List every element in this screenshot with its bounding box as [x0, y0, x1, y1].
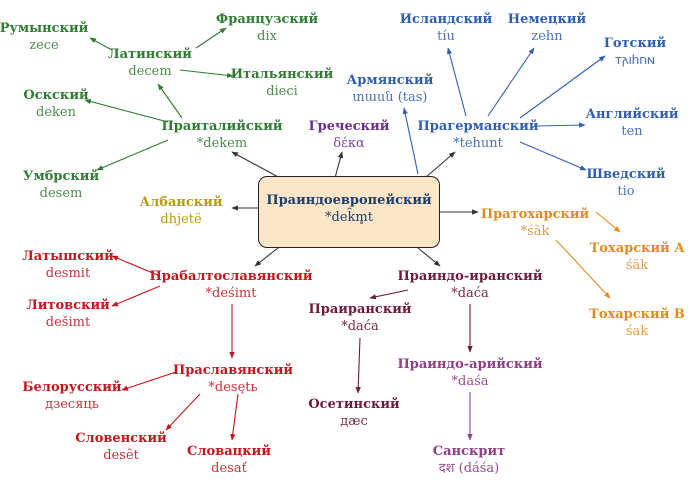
edge-baltoslavic-to-latvian	[111, 255, 161, 277]
node-root-name: Праиндоевропейский	[266, 193, 432, 208]
node-english: Английский ten	[585, 107, 679, 139]
node-icelandic: Исландский tíu	[399, 12, 493, 44]
node-proto-tocharian: Пратохарский *śäk	[480, 207, 590, 239]
edge-italic-to-latin	[157, 83, 183, 119]
edge-germanic-to-icelandic	[446, 47, 467, 117]
node-lithuanian: Литовский dešimt	[26, 298, 110, 330]
edge-slavic-to-belarusian	[121, 371, 177, 391]
node-italian: Итальянский dieci	[230, 67, 334, 99]
edge-germanic-to-armenian	[402, 107, 419, 175]
node-armenian: Армянский տասն (tas)	[346, 73, 434, 105]
edge-italic-to-oscan	[84, 98, 169, 123]
node-proto-italic: Праиталийский *dekem	[161, 119, 283, 151]
node-german: Немецкий zehn	[507, 12, 587, 44]
node-oscan: Оскский deken	[23, 88, 89, 120]
node-proto-indoiranian: Праиндо-иранский *daća	[397, 269, 543, 301]
node-swedish: Шведский tio	[586, 167, 666, 199]
edge-germanic-to-gothic	[519, 55, 606, 119]
root-box	[258, 176, 440, 248]
edge-latin-to-romanian	[89, 37, 113, 51]
edge-latin-to-french	[195, 27, 227, 49]
node-root: Праиндоевропейский *dek̑m̥t	[266, 192, 431, 226]
edge-italic-to-umbrian	[96, 139, 169, 171]
edge-tocharian-to-b	[555, 239, 611, 299]
node-tocharian-b: Тохарский B śak	[589, 307, 685, 339]
edge-germanic-to-english	[535, 122, 586, 128]
edge-germanic-to-german	[487, 47, 535, 117]
node-slovenian: Словенский desȇt	[75, 431, 167, 463]
edge-baltoslavic-to-lithuanian	[111, 285, 161, 307]
node-tocharian-a: Тохарский A śäk	[589, 241, 685, 273]
edge-germanic-to-swedish	[519, 141, 587, 171]
node-gothic: Готский 𐍄𐌰𐌹𐌷𐌿𐌽	[603, 36, 667, 68]
node-ossetian: Осетинский дæс	[308, 397, 400, 429]
node-proto-baltoslavic: Прабалтославянский *deśimt	[149, 269, 313, 301]
node-latvian: Латышский desmit	[22, 249, 114, 281]
edge-slavic-to-slovak	[230, 393, 239, 441]
edge-latin-to-italian	[179, 69, 234, 78]
node-romanian: Румынский zece	[0, 21, 89, 53]
node-proto-slavic: Праславянский *desętь	[172, 363, 294, 395]
edge-root-to-indoiranian	[417, 247, 441, 267]
node-umbrian: Умбрский desem	[22, 169, 100, 201]
edge-root-to-italic	[231, 151, 281, 179]
node-root-word: *dek̑m̥t	[325, 210, 373, 225]
node-sanskrit: Санскрит दश (dáśa)	[432, 444, 506, 476]
edge-root-to-baltoslavic	[254, 247, 279, 267]
edge-root-to-greek	[334, 151, 344, 179]
node-proto-indoaryan: Праиндо-арийский *daśa	[397, 357, 543, 389]
node-proto-iranian: Праиранский *daća	[308, 302, 412, 334]
node-proto-germanic: Прагерманский *tehunt	[417, 119, 539, 151]
node-belarusian: Белорусский дзесяць	[22, 380, 122, 412]
node-french: Французский dix	[215, 12, 319, 44]
node-slovak: Словацкий desať	[187, 444, 271, 476]
edge-tocharian-to-a	[595, 211, 621, 233]
node-albanian: Албанский dhjetë	[139, 195, 223, 227]
edge-indoiranian-to-iranian	[369, 289, 409, 300]
edge-root-to-germanic	[424, 151, 456, 179]
node-latin: Латинский decem	[108, 47, 192, 79]
edge-slavic-to-slovenian	[165, 393, 201, 431]
edge-iranian-to-ossetian	[355, 337, 361, 394]
node-greek: Греческий δέκα	[308, 119, 390, 151]
